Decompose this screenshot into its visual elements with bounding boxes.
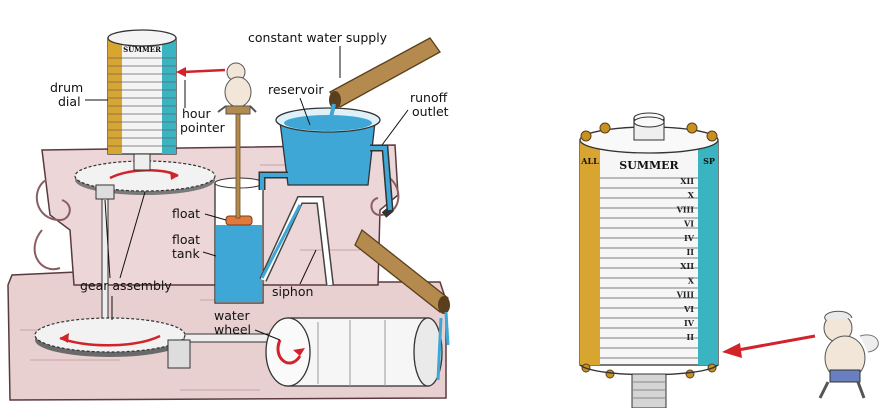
water-wheel	[265, 317, 443, 387]
drum-hour-mark: VIII	[676, 204, 695, 214]
drum-right-strip-text: SP	[703, 156, 715, 166]
drum-small-title: SUMMER	[123, 45, 161, 54]
drum-shaft	[631, 373, 667, 408]
scroll-ornament-left	[35, 179, 71, 222]
drum-hour-mark: IV	[684, 233, 695, 243]
label-water: water	[214, 308, 250, 323]
drum-hour-mark: X	[688, 190, 695, 200]
runoff-outlet-pipe	[370, 144, 394, 218]
label-siphon: siphon	[272, 284, 313, 299]
clock-machine: SUMMER	[7, 29, 450, 401]
leader-runoff-outlet	[381, 109, 409, 146]
label-float-tank-2: tank	[172, 246, 200, 261]
drum-teal-strip	[698, 140, 718, 365]
drum-hour-mark: II	[687, 332, 695, 342]
label-constant-water-supply: constant water supply	[248, 30, 388, 45]
drum-gold-strip	[580, 140, 600, 365]
leader-float-tank	[202, 251, 217, 257]
cherub-pointer-right	[722, 310, 879, 399]
drum-hour-mark: VIII	[676, 290, 695, 300]
diagram-labels: constant water supply drum dial hour poi…	[50, 30, 449, 341]
drum-left-strip-text: ALL	[580, 156, 599, 166]
bottom-gear	[34, 317, 186, 357]
drum-season-title: SUMMER	[619, 159, 679, 172]
label-hour: hour	[182, 106, 211, 121]
leader-siphon	[299, 249, 317, 285]
drum-hour-mark: II	[687, 247, 695, 257]
drum-hour-lines	[600, 177, 698, 359]
label-runoff: runoff	[410, 90, 448, 105]
leader-float	[204, 213, 227, 221]
lower-chute	[354, 228, 450, 381]
drum-hour-mark: XII	[680, 261, 694, 271]
label-float-tank-1: float	[172, 232, 200, 247]
water-supply-chute	[328, 37, 441, 126]
label-dial: dial	[58, 94, 81, 109]
leader-water-wheel	[254, 329, 281, 341]
scroll-ornament-left-lower	[33, 229, 61, 271]
pinion-gear	[167, 339, 191, 369]
label-outlet: outlet	[412, 104, 449, 119]
drum-hour-mark: XII	[680, 176, 694, 186]
label-pointer: pointer	[180, 120, 226, 135]
drum-hour-marks: XII X VIII VI IV II XII X VIII VI IV II	[676, 176, 695, 342]
cherub-pointer-left	[176, 62, 257, 115]
label-float: float	[172, 206, 200, 221]
label-reservoir: reservoir	[268, 82, 324, 97]
leader-gear-assembly	[104, 191, 146, 320]
drum-hour-mark: IV	[684, 318, 695, 328]
scroll-ornament-right	[370, 174, 400, 217]
small-gear-top	[95, 184, 115, 200]
leader-reservoir	[299, 97, 311, 126]
float-rod	[235, 109, 241, 219]
drum-hour-mark: VI	[683, 219, 694, 229]
label-gear-assembly: gear assembly	[80, 278, 172, 293]
drum-hour-mark: VI	[683, 304, 694, 314]
drum-dial-small: SUMMER	[107, 29, 177, 171]
label-drum: drum	[50, 80, 83, 95]
drum-dial-large: SUMMER ALL SP XII X VIII VI IV II XII X VIII VI IV…	[579, 112, 719, 408]
reservoir	[258, 107, 381, 190]
label-wheel: wheel	[214, 322, 251, 337]
drum-hour-mark: X	[688, 275, 695, 285]
